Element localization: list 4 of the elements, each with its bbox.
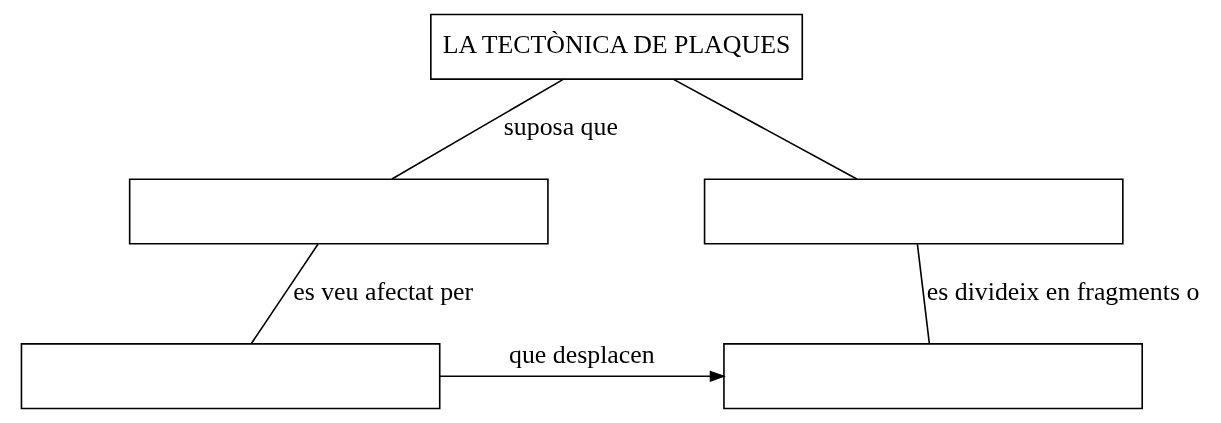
edge-label: que desplacen (509, 339, 655, 369)
edge-label: es divideix en fragments o (926, 277, 1200, 306)
edge-label: suposa que (503, 112, 618, 142)
edge-label: es veu afectat per (293, 277, 474, 306)
